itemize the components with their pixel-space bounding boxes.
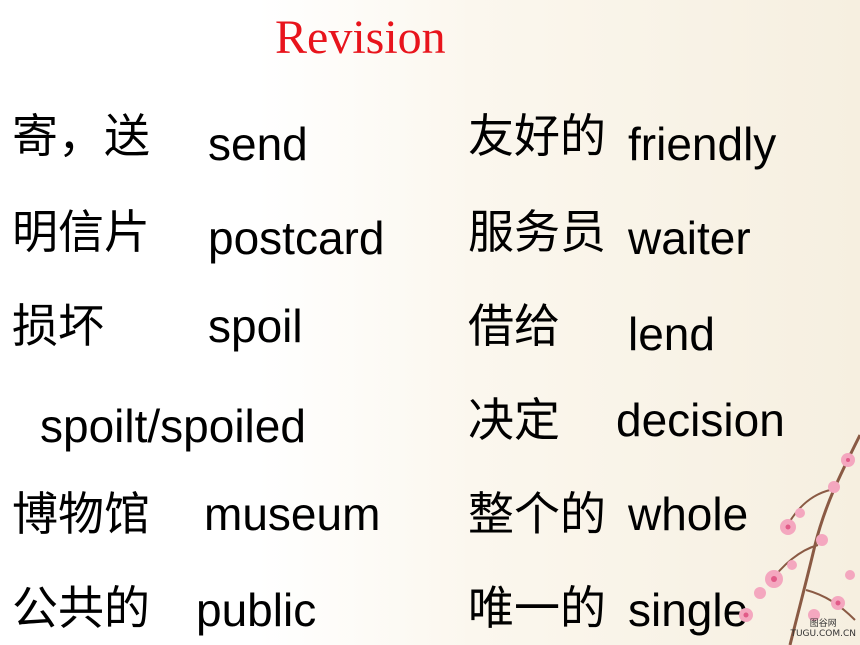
vocab-en-whole: whole: [628, 488, 749, 540]
cherry-blossom-decoration: [739, 434, 860, 645]
watermark-url: TUGU.COM.CN: [790, 629, 856, 639]
vocab-en-waiter: waiter: [628, 212, 751, 264]
vocab-en-lend: lend: [628, 308, 715, 360]
vocab-en-decision: decision: [616, 394, 785, 446]
vocab-cn-public: 公共的: [12, 581, 150, 635]
vocab-en-send: send: [208, 118, 308, 170]
vocab-en-friendly: friendly: [628, 118, 777, 170]
vocab-cn-waiter: 服务员: [468, 205, 606, 259]
vocab-cn-send: 寄，送: [12, 109, 150, 163]
watermark: 图谷网 TUGU.COM.CN: [790, 619, 856, 639]
watermark-logo-text: 图谷网: [809, 619, 837, 629]
vocab-en-public: public: [196, 584, 317, 636]
vocab-en-spoil: spoil: [208, 300, 303, 352]
slide-title: Revision: [275, 11, 446, 64]
vocab-cn-decision: 决定: [468, 393, 560, 447]
vocab-cn-museum: 博物馆: [12, 487, 150, 541]
vocab-cn-spoil: 损坏: [12, 299, 104, 353]
vocab-en-museum: museum: [204, 488, 381, 540]
vocab-en-postcard: postcard: [208, 212, 385, 264]
vocab-en-spoilt-spoiled: spoilt/spoiled: [40, 400, 306, 452]
vocab-cn-lend: 借给: [468, 299, 560, 353]
vocab-cn-friendly: 友好的: [468, 109, 606, 163]
vocab-cn-single: 唯一的: [468, 581, 606, 635]
vocab-cn-whole: 整个的: [468, 487, 606, 541]
vocab-cn-postcard: 明信片: [12, 205, 150, 259]
vocab-en-single: single: [628, 584, 749, 636]
